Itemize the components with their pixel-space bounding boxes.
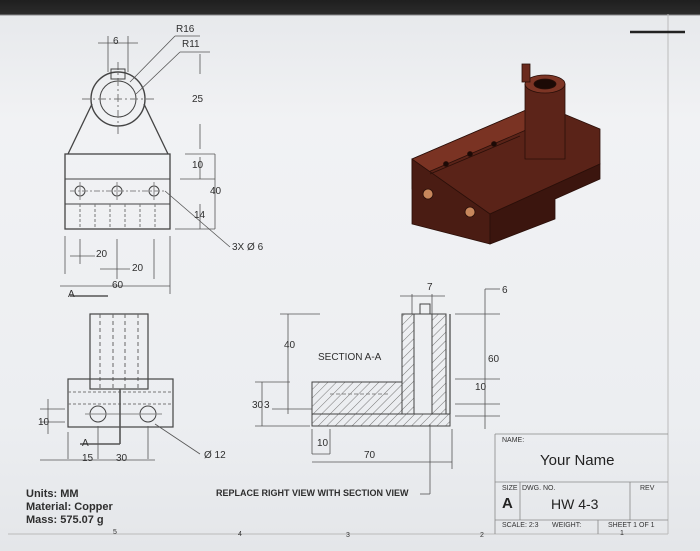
dim-60-section: 60: [488, 354, 500, 365]
dim-70: 70: [364, 450, 376, 461]
size-value: A: [502, 495, 513, 512]
dim-3: 3: [264, 400, 270, 411]
dim-dia12: Ø 12: [204, 450, 226, 461]
name-value: Your Name: [540, 452, 615, 469]
section-label: SECTION A-A: [318, 352, 382, 363]
dim-20-b: 20: [132, 263, 144, 274]
name-label: NAME:: [502, 437, 525, 444]
units-text: Units: MM: [26, 488, 79, 500]
zone-5: 5: [113, 529, 117, 536]
section-arrow-a-top: A: [68, 289, 75, 300]
rev-label: REV: [640, 485, 655, 492]
dim-30: 30: [116, 453, 128, 464]
dim-15: 15: [82, 453, 94, 464]
dim-6-top: 6: [113, 36, 119, 47]
mass-text: Mass: 575.07 g: [26, 514, 104, 526]
zone-1: 1: [620, 530, 624, 537]
zone-3: 3: [346, 532, 350, 539]
drawing-geometry: [8, 14, 685, 535]
drawing-sheet: R16 R11 6 25 10 40 14 3X Ø 6 20 20 60 A …: [0, 14, 700, 551]
dwg-no-label: DWG. NO.: [522, 485, 556, 492]
dwg-no-value: HW 4-3: [551, 496, 599, 512]
front-view: [64, 62, 171, 230]
dim-7: 7: [427, 282, 433, 293]
dim-10-bottom: 10: [317, 438, 329, 449]
instruction-note: REPLACE RIGHT VIEW WITH SECTION VIEW: [216, 488, 409, 498]
zone-4: 4: [238, 531, 242, 538]
dim-r11: R11: [182, 39, 200, 50]
zone-2: 2: [480, 532, 484, 539]
part-properties: Units: MM Material: Copper Mass: 575.07 …: [26, 488, 113, 527]
scale-text: SCALE: 2:3: [502, 522, 539, 529]
sheet-text: SHEET 1 OF 1: [608, 522, 655, 529]
dim-25: 25: [192, 94, 204, 105]
dim-40-section: 40: [284, 340, 296, 351]
title-block-lines: [494, 433, 668, 534]
dim-20-a: 20: [96, 249, 108, 260]
weight-label: WEIGHT:: [552, 522, 582, 529]
section-view: [311, 303, 451, 427]
size-label: SIZE: [502, 485, 518, 492]
dim-30-section: 30: [252, 400, 264, 411]
dim-10-left: 10: [38, 417, 50, 428]
material-text: Material: Copper: [26, 501, 113, 513]
section-arrow-a-bottom: A: [82, 438, 89, 449]
dim-40: 40: [210, 186, 222, 197]
dim-14: 14: [194, 210, 206, 221]
dim-6-right: 6: [502, 285, 508, 296]
dim-holes: 3X Ø 6: [232, 242, 264, 253]
isometric-model: [411, 63, 601, 245]
dim-60: 60: [112, 280, 124, 291]
dim-10-top: 10: [192, 160, 204, 171]
dim-10-section: 10: [475, 382, 487, 393]
dim-r16: R16: [176, 24, 195, 35]
